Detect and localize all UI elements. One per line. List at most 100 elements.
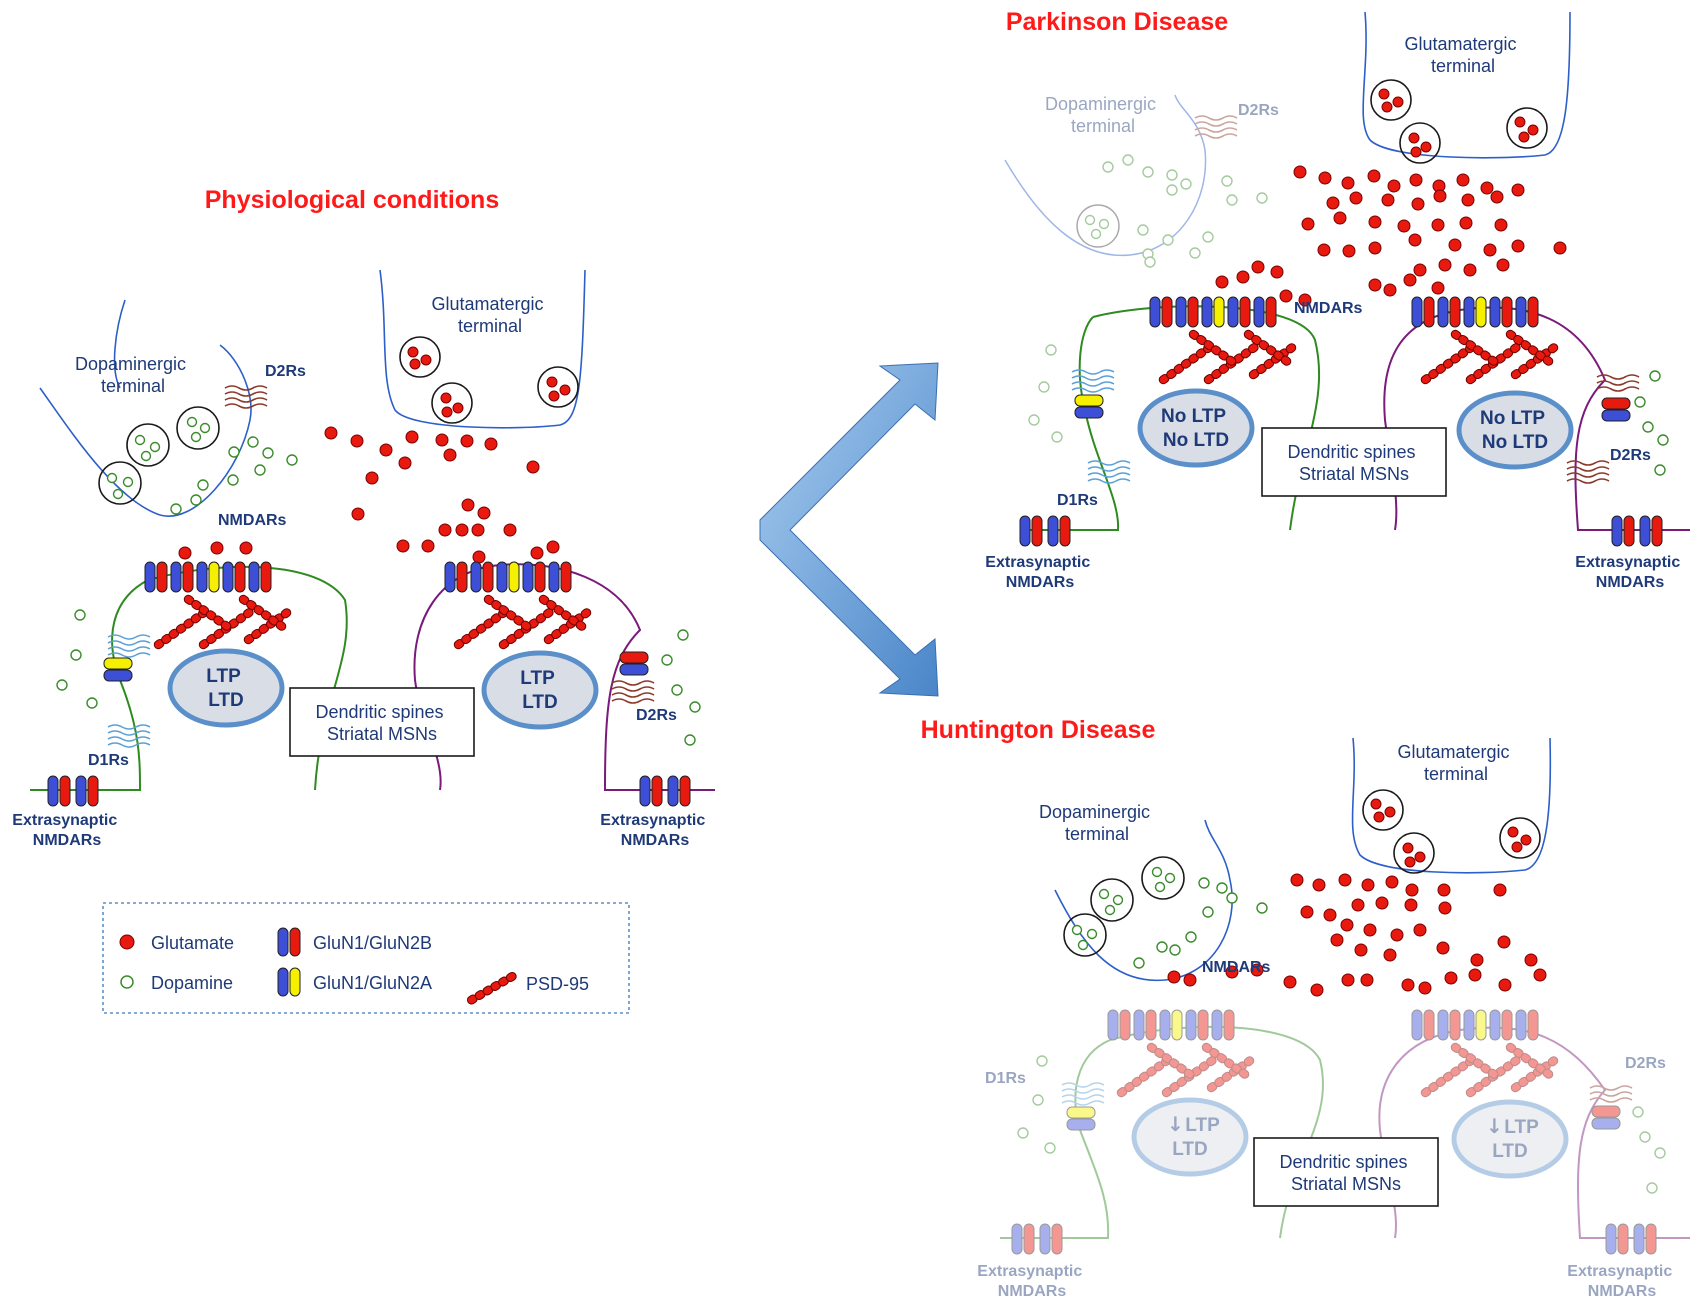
glun2b-receptor — [1515, 1009, 1539, 1041]
glutamatergic-terminal-outline — [1351, 737, 1552, 874]
psd95-scaffold — [1146, 1042, 1195, 1079]
legend-dopamine-swatch — [120, 975, 134, 989]
d2rs-label-bottom: D2Rs — [636, 707, 677, 724]
glun2b-receptor — [248, 561, 272, 593]
legend-glutamate-label: Glutamate — [151, 933, 234, 953]
psd95-scaffold — [538, 594, 587, 631]
oval-right-text: No LTP No LTD — [1480, 408, 1550, 453]
d2-glun1-blue — [1591, 1117, 1621, 1130]
d2r-receptor-top — [1194, 115, 1238, 139]
vesicle-glutamate-dots — [1370, 798, 1532, 868]
glun2b-receptor — [222, 561, 246, 593]
extrasynaptic-label-left: Extrasynaptic NMDARs — [977, 1263, 1086, 1300]
vesicle-glutamate-dots — [407, 346, 571, 418]
extrasynaptic-label-right: Extrasynaptic NMDARs — [600, 812, 709, 849]
glun2b-receptor — [1107, 1009, 1131, 1041]
psd95-scaffold — [198, 608, 254, 650]
glun2b-receptor — [1047, 515, 1071, 547]
legend-glun2a-swatch — [277, 967, 301, 997]
oval-plasticity-right — [1456, 390, 1574, 470]
psd95-scaffold — [453, 608, 509, 650]
spines-box-text: Dendritic spines Striatal MSNs — [315, 702, 448, 744]
glun2a-receptor — [196, 561, 220, 593]
d2rs-label-top: D2Rs — [1238, 102, 1279, 119]
nmdar-cluster-left — [1149, 296, 1297, 385]
glun2b-receptor — [1611, 515, 1635, 547]
psd95-scaffold — [1158, 343, 1214, 385]
oval-left-text: LTP LTD — [206, 666, 245, 711]
panel-title: Parkinson Disease — [1006, 8, 1228, 36]
oval-plasticity-left — [1137, 388, 1255, 468]
d2rs-label-bottom: D2Rs — [1610, 447, 1651, 464]
d2rs-label: D2Rs — [1625, 1055, 1666, 1072]
psd95-scaffold — [1510, 1056, 1559, 1093]
glun2b-receptor — [1489, 1009, 1513, 1041]
glun2b-receptor — [444, 561, 468, 593]
psd95-scaffold — [1243, 329, 1292, 366]
free-dopamine-right — [1632, 1106, 1666, 1194]
glun2b-receptor — [1253, 296, 1277, 328]
psd95-scaffold — [238, 594, 287, 631]
glun2b-receptor — [1211, 1009, 1235, 1041]
d1rs-label: D1Rs — [985, 1070, 1026, 1087]
extrasynaptic-receptor-right — [1611, 515, 1663, 547]
nmdar-cluster-right — [1411, 296, 1559, 385]
free-dopamine-right — [1634, 370, 1669, 476]
d1-glun1-blue — [1066, 1118, 1096, 1131]
vesicle-glutamate-dots — [1378, 88, 1539, 158]
d2-glun2b-red — [1601, 397, 1631, 410]
d2r-receptor-bottom — [611, 680, 655, 704]
panel-physiological: Physiological conditions Dopaminergic te… — [12, 186, 715, 1014]
glun2a-receptor — [1201, 296, 1225, 328]
legend-glun2b-swatch — [277, 927, 301, 957]
legend-glun2a-label: GluN1/GluN2A — [313, 973, 432, 993]
glun2b-receptor — [1175, 296, 1199, 328]
d2-glun2b-red — [1591, 1105, 1621, 1118]
psd95-scaffold — [1206, 1056, 1255, 1093]
dopamine-vesicles — [98, 406, 220, 505]
psd95-scaffold — [1116, 1056, 1172, 1098]
glun2b-receptor — [1019, 515, 1043, 547]
nmdars-label: NMDARs — [218, 512, 287, 529]
psd95-scaffold — [498, 608, 554, 650]
d1rs-label: D1Rs — [1057, 492, 1098, 509]
oval-left-text: No LTP No LTD — [1161, 406, 1231, 451]
glun2b-receptor — [144, 561, 168, 593]
oval-plasticity-left — [1131, 1097, 1249, 1177]
glun2b-receptor — [1185, 1009, 1209, 1041]
extrasynaptic-label-right: Extrasynaptic NMDARs — [1575, 554, 1684, 591]
free-glutamate — [1215, 165, 1567, 307]
glun2b-receptor — [1411, 296, 1435, 328]
extrasynaptic-receptor-right — [1605, 1223, 1657, 1255]
glutamatergic-terminal-outline — [1362, 11, 1571, 159]
glun2b-receptor — [1489, 296, 1513, 328]
glutamate-vesicles — [1362, 789, 1541, 874]
glun2b-receptor — [75, 775, 99, 807]
psd95-scaffold — [153, 608, 209, 650]
d2-glun1-blue — [1601, 409, 1631, 422]
glun2b-receptor — [1639, 515, 1663, 547]
d2r-receptor-right — [1589, 1085, 1633, 1103]
free-glutamate — [1167, 873, 1547, 997]
glun2b-receptor — [667, 775, 691, 807]
legend-psd95-label: PSD-95 — [526, 974, 589, 994]
d2-glun1-blue — [619, 663, 649, 676]
free-dopamine — [1028, 154, 1268, 443]
glun2b-receptor — [1149, 296, 1173, 328]
glun2b-receptor — [1133, 1009, 1157, 1041]
legend-glutamate-swatch — [119, 934, 135, 950]
dopaminergic-terminal-label: Dopaminergic terminal — [75, 354, 191, 396]
spines-box-text: Dendritic spines Striatal MSNs — [1287, 442, 1420, 484]
psd95-scaffold — [1510, 343, 1559, 380]
d1r-receptor-top — [1071, 369, 1115, 393]
legend-box — [102, 902, 630, 1014]
glun2a-receptor — [1463, 1009, 1487, 1041]
dopaminergic-terminal-outline — [1054, 819, 1233, 982]
d1r-receptor-bottom — [1087, 460, 1131, 484]
extrasynaptic-receptor-left — [1011, 1223, 1063, 1255]
glutamatergic-terminal-outline — [379, 269, 586, 429]
glun2b-receptor — [470, 561, 494, 593]
dopaminergic-terminal-outline — [1004, 94, 1207, 257]
d1-glun1-blue — [103, 669, 133, 682]
psd95-scaffold — [1505, 329, 1554, 366]
